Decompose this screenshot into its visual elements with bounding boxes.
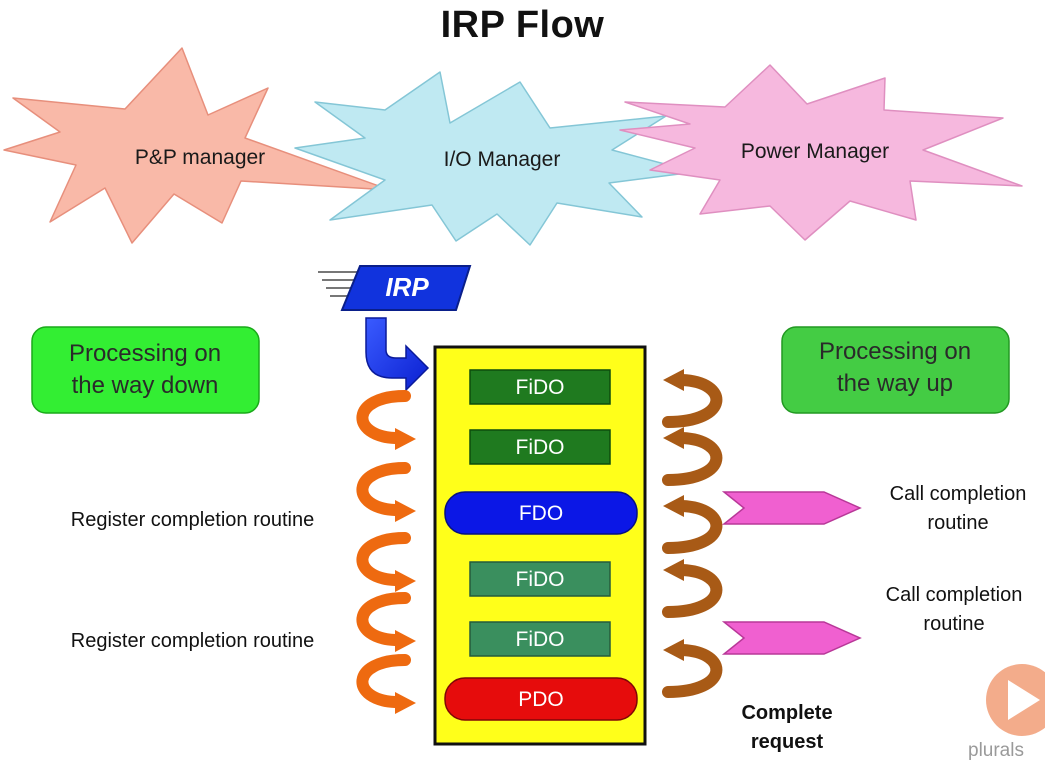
device-fdo-label: FDO — [518, 502, 564, 525]
register-completion-label-2: Register completion routine — [70, 630, 315, 652]
device-fido-4-label: FiDO — [515, 628, 565, 651]
up-curl-arrows — [662, 374, 723, 698]
call-completion-arrow-2 — [721, 621, 862, 655]
pnp-manager-label: P&P manager — [134, 146, 266, 169]
device-fido-3 — [469, 561, 611, 597]
play-icon — [1008, 680, 1040, 720]
device-fido-2 — [469, 429, 611, 465]
device-fido-1-label: FiDO — [515, 376, 565, 399]
processing-up-box — [781, 326, 1010, 414]
processing-up-label: Processing on the way up — [818, 338, 972, 397]
device-pdo-label: PDO — [518, 688, 564, 711]
irp-parallelogram — [340, 265, 472, 311]
call-completion-label-2: Call completion routine — [885, 584, 1023, 635]
processing-down-label: Processing on the way down — [68, 340, 222, 399]
register-completion-label-1: Register completion routine — [70, 509, 315, 531]
device-fdo — [444, 491, 638, 535]
io-manager-burst — [294, 71, 696, 246]
call-completion-arrow-1 — [721, 491, 862, 525]
power-manager-burst — [619, 64, 1023, 241]
pnp-manager-burst — [3, 47, 391, 244]
complete-request-label: Complete request — [741, 702, 833, 753]
io-manager-label: I/O Manager — [443, 148, 561, 171]
down-arrow-heads — [395, 428, 416, 714]
down-curl-arrows — [356, 390, 411, 708]
page-title: IRP Flow — [440, 4, 605, 46]
device-pdo — [444, 677, 638, 721]
call-completion-label-1: Call completion routine — [889, 483, 1027, 534]
power-manager-label: Power Manager — [740, 140, 890, 163]
device-fido-4 — [469, 621, 611, 657]
device-fido-2-label: FiDO — [515, 436, 565, 459]
irp-down-arrow — [365, 317, 430, 392]
device-fido-1 — [469, 369, 611, 405]
irp-label: IRP — [385, 272, 429, 302]
device-fido-3-label: FiDO — [515, 568, 565, 591]
up-arrow-heads — [663, 369, 684, 661]
watermark-text: plurals — [968, 740, 1024, 761]
processing-down-box — [31, 326, 260, 414]
